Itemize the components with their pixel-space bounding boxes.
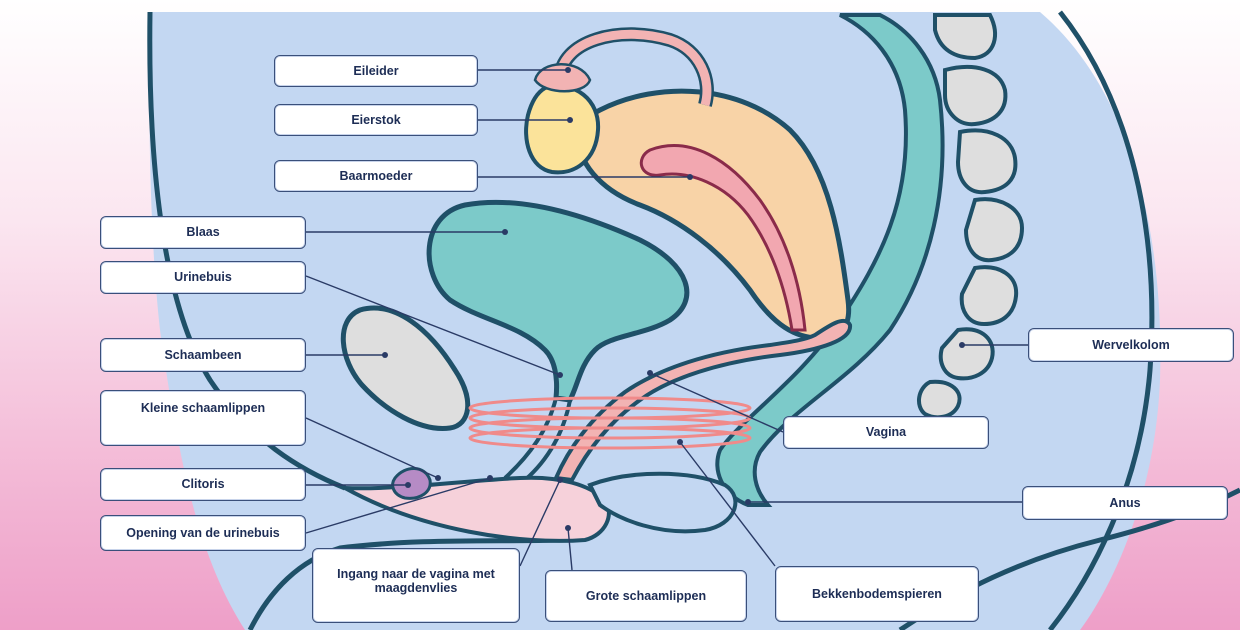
label-kleine-schaamlippen: Kleine schaamlippen — [100, 390, 306, 446]
label-vagina: Vagina — [783, 416, 989, 449]
label-baarmoeder: Baarmoeder — [274, 160, 478, 192]
label-clitoris: Clitoris — [100, 468, 306, 501]
label-schaambeen: Schaambeen — [100, 338, 306, 372]
label-opening-urinebuis: Opening van de urinebuis — [100, 515, 306, 551]
label-ingang-vagina: Ingang naar de vagina met maagdenvlies — [312, 548, 520, 623]
label-anus: Anus — [1022, 486, 1228, 520]
label-urinebuis: Urinebuis — [100, 261, 306, 294]
label-wervelkolom: Wervelkolom — [1028, 328, 1234, 362]
clitoris — [393, 468, 431, 498]
label-eileider: Eileider — [274, 55, 478, 87]
label-grote-schaamlippen: Grote schaamlippen — [545, 570, 747, 622]
label-blaas: Blaas — [100, 216, 306, 249]
ovary — [526, 86, 598, 172]
label-eierstok: Eierstok — [274, 104, 478, 136]
label-bekkenbodemspieren: Bekkenbodemspieren — [775, 566, 979, 622]
